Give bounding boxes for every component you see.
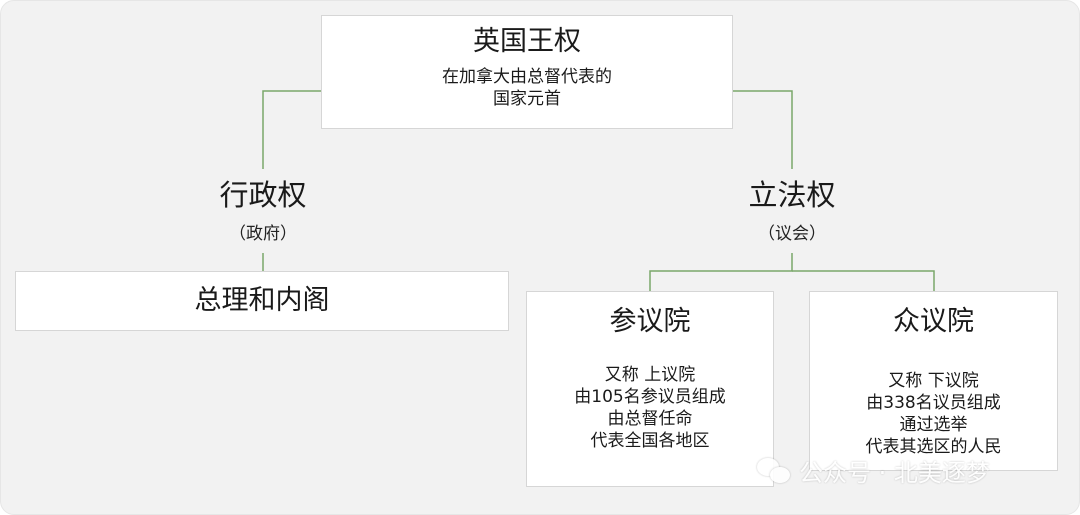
- legislative-branch-label: 立法权 （议会）: [692, 177, 892, 245]
- wechat-icon: [757, 457, 791, 484]
- senate-title: 参议院: [609, 306, 691, 337]
- cabinet-title: 总理和内阁: [194, 285, 330, 316]
- executive-branch-label: 行政权 （政府）: [163, 177, 363, 245]
- crown-desc-line-2: 国家元首: [493, 89, 561, 109]
- legislative-to-houses-connector: [649, 253, 793, 291]
- commons-line-3: 通过选举: [899, 415, 968, 435]
- senate-line-2: 由105名参议员组成: [574, 387, 726, 407]
- cabinet-box: 总理和内阁: [15, 271, 509, 331]
- senate-line-4: 代表全国各地区: [590, 431, 710, 451]
- crown-to-legislative-connector: [733, 90, 793, 169]
- commons-line-4: 代表其选区的人民: [865, 437, 1002, 457]
- senate-box: 参议院 又称 上议院 由105名参议员组成 由总督任命 代表全国各地区: [526, 291, 774, 487]
- crown-box: 英国王权 在加拿大由总督代表的 国家元首: [321, 15, 733, 129]
- watermark-text: 公众号 · 北美逐梦: [799, 459, 990, 487]
- commons-line-1: 又称 下议院: [888, 371, 979, 391]
- crown-desc-line-1: 在加拿大由总督代表的: [442, 67, 612, 87]
- legislative-to-commons-connector: [792, 270, 935, 291]
- senate-line-1: 又称 上议院: [604, 365, 696, 385]
- executive-name: 行政权: [219, 178, 307, 212]
- watermark: 公众号 · 北美逐梦: [757, 453, 990, 488]
- commons-title: 众议院: [893, 306, 974, 337]
- crown-title: 英国王权: [473, 26, 581, 57]
- legislative-sub: （议会）: [758, 224, 826, 244]
- crown-to-executive-connector: [262, 90, 321, 169]
- commons-line-2: 由338名议员组成: [866, 393, 1001, 413]
- commons-box: 众议院 又称 下议院 由338名议员组成 通过选举 代表其选区的人民: [809, 291, 1058, 471]
- legislative-name: 立法权: [748, 178, 836, 212]
- senate-line-3: 由总督任命: [607, 409, 693, 429]
- executive-sub: （政府）: [229, 224, 297, 244]
